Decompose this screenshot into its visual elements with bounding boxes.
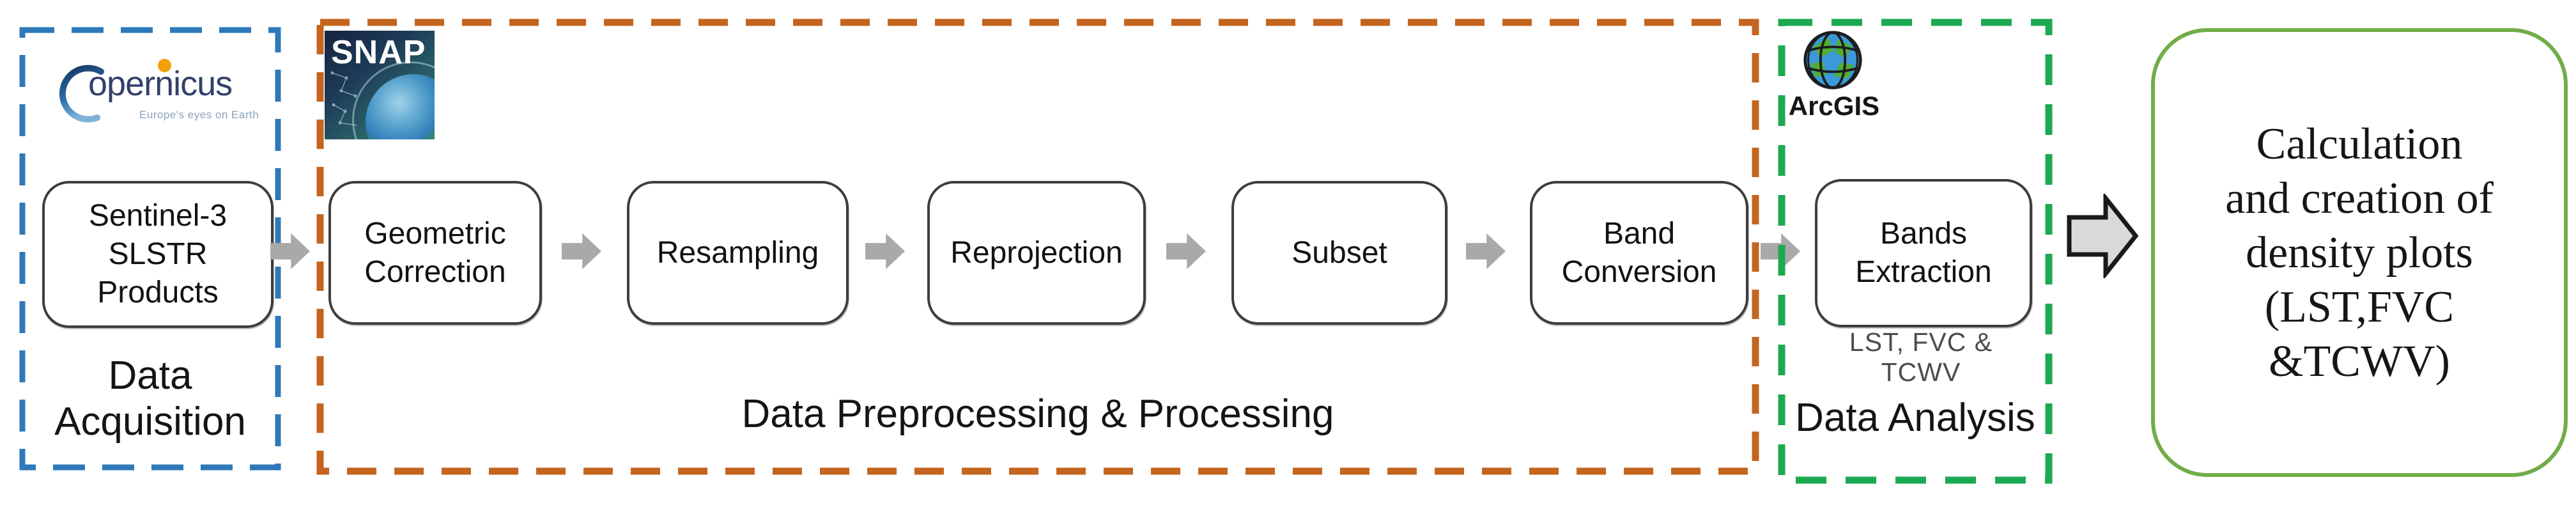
data-analysis-border <box>1778 19 2053 484</box>
arcgis-logo: ArcGIS <box>1783 29 1885 125</box>
bands-extraction-box: Bands Extraction <box>1815 179 2032 327</box>
copernicus-satellite-dot-icon <box>158 59 171 72</box>
output-line1: Calculation <box>2256 119 2463 169</box>
output-box: Calculation and creation of density plot… <box>2151 28 2568 477</box>
output-line5: &TCWV) <box>2269 336 2450 386</box>
data-acquisition-label: Data Acquisition <box>19 353 281 445</box>
big-right-arrow-icon <box>2067 194 2139 278</box>
bands-note: LST, FVC & TCWV <box>1849 327 1993 387</box>
arcgis-globe-icon <box>1803 31 1862 90</box>
sentinel3-slstr-products-box: Sentinel-3 SLSTR Products <box>42 181 274 328</box>
step-reprojection-box: Reprojection <box>927 181 1146 325</box>
arcgis-logo-text: ArcGIS <box>1788 91 1880 121</box>
big-right-arrow-shape <box>2067 194 2139 278</box>
step-resampling-box: Resampling <box>627 181 849 325</box>
sentinel3-line2: SLSTR <box>108 237 208 271</box>
copernicus-arc-icon <box>59 65 104 123</box>
data-processing-label: Data Preprocessing & Processing <box>741 392 1334 436</box>
output-line3: density plots <box>2246 228 2473 277</box>
data-analysis-label: Data Analysis <box>1795 396 2035 440</box>
output-line4: (LST,FVC <box>2264 282 2455 332</box>
step1-line2: Correction <box>364 254 506 289</box>
step-geometric-correction-box: Geometric Correction <box>328 181 542 325</box>
step-subset-box: Subset <box>1231 181 1447 325</box>
copernicus-arc <box>59 65 104 123</box>
copernicus-logo: opernicus Europe's eyes on Earth <box>51 58 281 144</box>
data-acquisition-label-line1: Data <box>108 354 192 398</box>
snap-constellation-icon <box>330 71 357 126</box>
step2-line1: Resampling <box>656 235 819 270</box>
snap-logo-text: SNAP <box>331 34 426 71</box>
data-processing-region <box>316 19 1759 475</box>
bands-extraction-line2: Extraction <box>1855 255 1992 289</box>
data-processing-border <box>316 19 1759 475</box>
step1-line1: Geometric <box>364 216 506 251</box>
step-band-conversion-box: Band Conversion <box>1530 181 1748 325</box>
step5-line1: Band <box>1603 216 1676 251</box>
step3-line1: Reprojection <box>950 235 1123 270</box>
copernicus-tagline: Europe's eyes on Earth <box>139 109 259 121</box>
bands-extraction-line1: Bands <box>1879 217 1968 251</box>
step5-line2: Conversion <box>1561 254 1717 289</box>
output-line2: and creation of <box>2225 173 2494 223</box>
data-acquisition-label-line2: Acquisition <box>54 400 246 444</box>
step4-line1: Subset <box>1292 235 1387 270</box>
sentinel3-line3: Products <box>97 276 219 309</box>
data-analysis-region <box>1778 19 2053 484</box>
snap-logo: SNAP <box>325 31 435 139</box>
sentinel3-line1: Sentinel-3 <box>88 199 228 233</box>
